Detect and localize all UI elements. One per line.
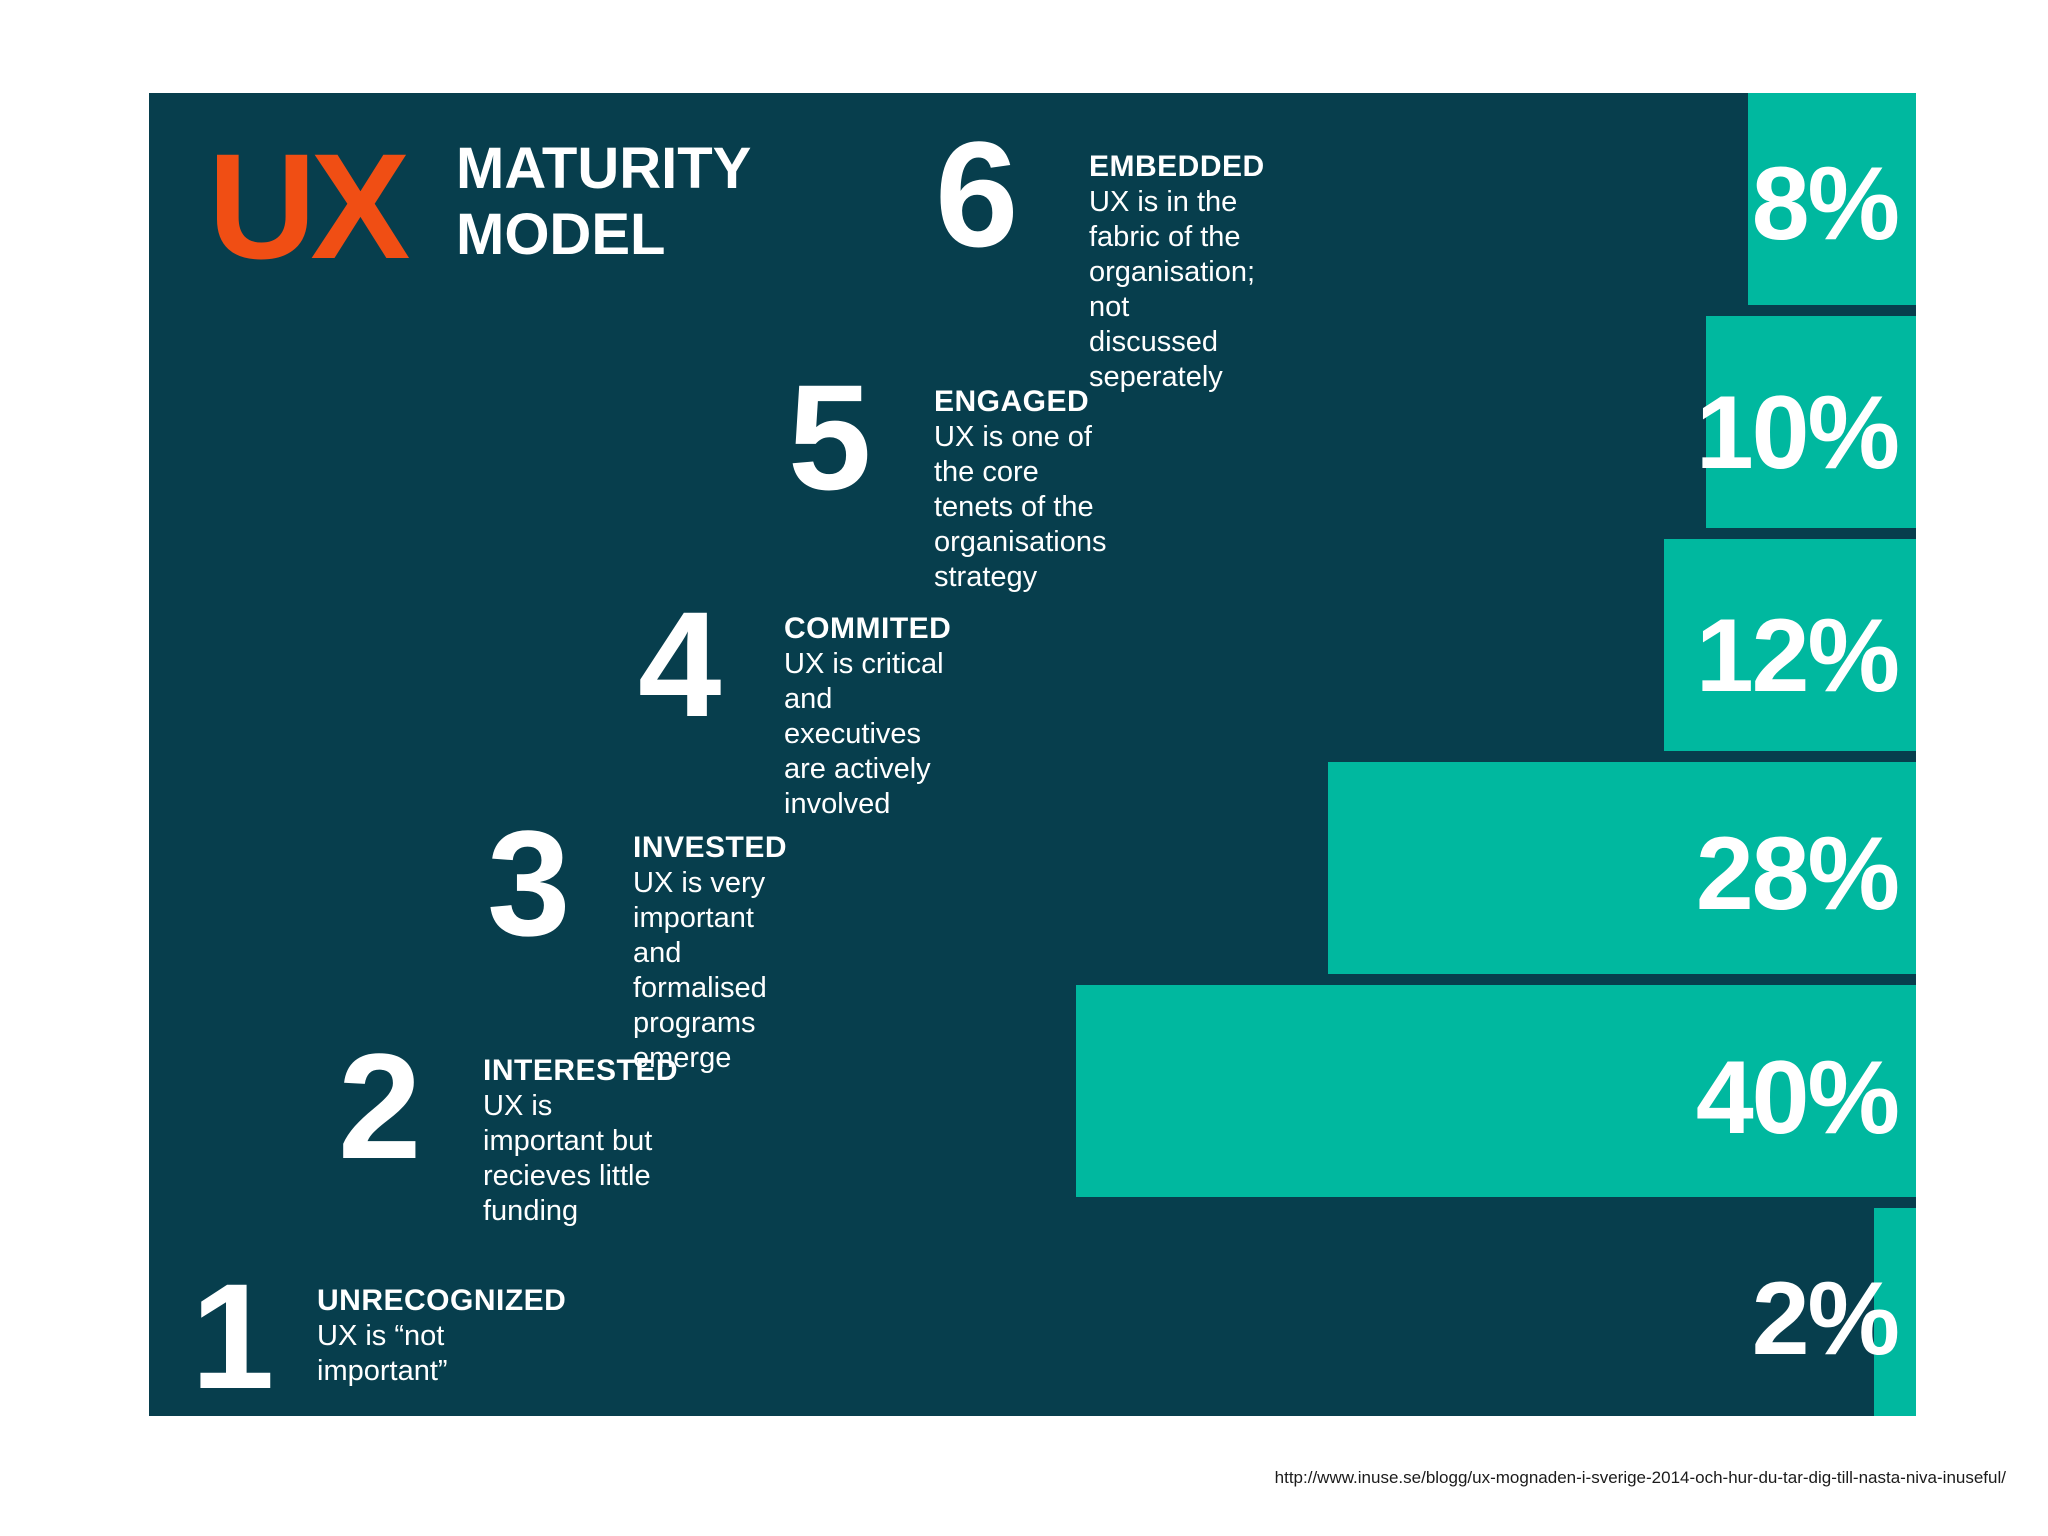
title-accent: UX: [208, 122, 410, 290]
value-label-4: 12%: [1695, 598, 1900, 714]
value-label-6: 8%: [1751, 146, 1900, 262]
level-number: 3: [487, 799, 571, 967]
value-label-1: 2%: [1751, 1261, 1900, 1377]
bar-level-3: [1328, 762, 1916, 974]
title-line-2: MODEL: [456, 202, 666, 267]
level-number: 6: [935, 110, 1019, 278]
level-name: COMMITED: [784, 612, 952, 645]
value-label-2: 40%: [1695, 1040, 1900, 1156]
level-description: UX is critical and executives are active…: [784, 648, 944, 820]
level-name: INVESTED: [633, 831, 788, 864]
level-description: UX is “not important”: [317, 1320, 448, 1387]
level-number: 5: [788, 353, 872, 521]
level-number: 2: [338, 1022, 422, 1190]
bar-level-2: [1076, 985, 1916, 1197]
title-text: MATURITY MODEL: [456, 136, 751, 268]
level-number: 1: [191, 1252, 275, 1416]
source-url: http://www.inuse.se/blogg/ux-mognaden-i-…: [1274, 1468, 2006, 1487]
bar-level-1: [1874, 1208, 1916, 1416]
level-name: EMBEDDED: [1089, 150, 1265, 183]
bar-level-6: [1748, 93, 1916, 305]
level-name: UNRECOGNIZED: [317, 1284, 567, 1317]
bar-level-4: [1664, 539, 1916, 751]
bar-chart: [1076, 93, 1916, 1416]
title-line-1: MATURITY: [456, 136, 752, 201]
level-name: ENGAGED: [934, 385, 1090, 418]
level-description: UX is important but recieves little fund…: [483, 1090, 653, 1227]
value-label-5: 10%: [1695, 375, 1900, 491]
level-description: UX is very important and formalised prog…: [633, 867, 767, 1074]
infographic-panel: UX MATURITY MODEL 6 EMBEDDED UX is in th…: [149, 93, 1916, 1416]
bar-level-5: [1706, 316, 1916, 528]
level-name: INTERESTED: [483, 1054, 679, 1087]
value-label-3: 28%: [1695, 816, 1900, 932]
level-description: UX is one of the core tenets of the orga…: [934, 421, 1107, 593]
level-description: UX is in the fabric of the organisation;…: [1089, 186, 1256, 393]
level-number: 4: [638, 580, 722, 748]
